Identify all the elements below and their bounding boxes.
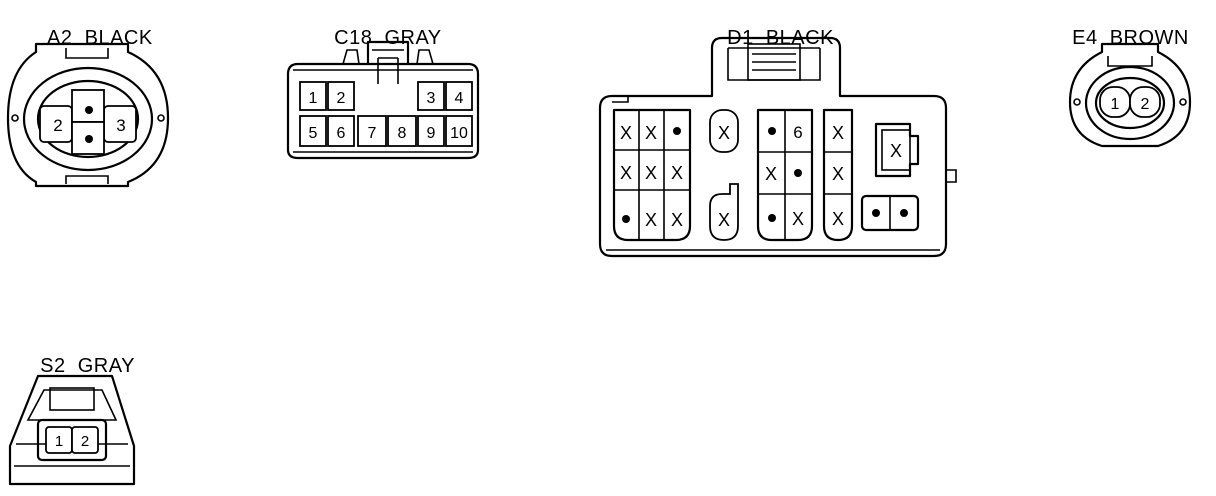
- c18-pin-10: 10: [450, 125, 468, 142]
- d1-unused-cavity-dot: [622, 215, 630, 223]
- c18-pin-3: 3: [427, 90, 436, 107]
- s2-name: S2: [40, 355, 66, 377]
- c18-pin-9: 9: [427, 125, 436, 142]
- d1-unused-cavity-dot: [794, 169, 802, 177]
- a2-pin-2: 2: [53, 116, 62, 135]
- s2-connector-label: S2 GRAY: [28, 332, 135, 378]
- d1-unused-cavity-mark: X: [671, 210, 683, 230]
- d1-pin-6: 6: [793, 123, 802, 142]
- a2-connector: 2 3: [6, 42, 170, 188]
- d1-unused-cavity-dot: [872, 209, 880, 217]
- c18-pin-1: 1: [309, 90, 318, 107]
- d1-unused-cavity-mark: X: [832, 209, 844, 229]
- e4-name: E4: [1072, 27, 1098, 49]
- c18-name: C18: [334, 27, 373, 49]
- c18-connector-label: C18 GRAY: [322, 4, 442, 50]
- d1-unused-cavity-mark: X: [832, 123, 844, 143]
- c18-color: GRAY: [384, 27, 442, 49]
- c18-pin-4: 4: [455, 90, 464, 107]
- s2-connector: 1 2: [8, 374, 136, 486]
- c18-connector: 1 2 3 4 5 6 7 8 9 10: [286, 40, 480, 160]
- a2-pin-3: 3: [116, 116, 125, 135]
- c18-pin-6: 6: [337, 125, 346, 142]
- e4-connector: 1 2: [1068, 42, 1192, 148]
- d1-unused-cavity-mark: X: [832, 164, 844, 184]
- d1-unused-cavity-mark: X: [645, 163, 657, 183]
- d1-unused-cavity-mark: X: [645, 123, 657, 143]
- d1-unused-cavity-mark: X: [718, 123, 730, 143]
- d1-unused-cavity-dot: [900, 209, 908, 217]
- d1-unused-cavity-dot: [673, 127, 681, 135]
- d1-unused-cavity-mark: X: [792, 209, 804, 229]
- d1-unused-cavity-mark: X: [620, 163, 632, 183]
- s2-pin-2: 2: [81, 433, 89, 450]
- d1-unused-cavity-dot: [768, 127, 776, 135]
- c18-pin-2: 2: [337, 90, 346, 107]
- s2-pin-1: 1: [55, 433, 63, 450]
- c18-pin-8: 8: [398, 125, 407, 142]
- e4-pin-2: 2: [1141, 96, 1150, 113]
- d1-unused-cavity-mark: X: [645, 210, 657, 230]
- c18-pin-7: 7: [368, 125, 377, 142]
- e4-pin-1: 1: [1111, 96, 1120, 113]
- d1-unused-cavity-mark: X: [765, 164, 777, 184]
- d1-unused-cavity-mark: X: [718, 210, 730, 230]
- s2-color: GRAY: [77, 355, 135, 377]
- a2-unused-cavity-dot: [85, 135, 93, 143]
- d1-connector: X X X X X X X X X 6 X X X X X X: [598, 36, 957, 258]
- c18-pin-5: 5: [309, 125, 318, 142]
- d1-unused-cavity-dot: [768, 214, 776, 222]
- d1-unused-cavity-mark: X: [890, 141, 902, 161]
- d1-unused-cavity-mark: X: [671, 163, 683, 183]
- d1-unused-cavity-mark: X: [620, 123, 632, 143]
- a2-unused-cavity-dot: [85, 106, 93, 114]
